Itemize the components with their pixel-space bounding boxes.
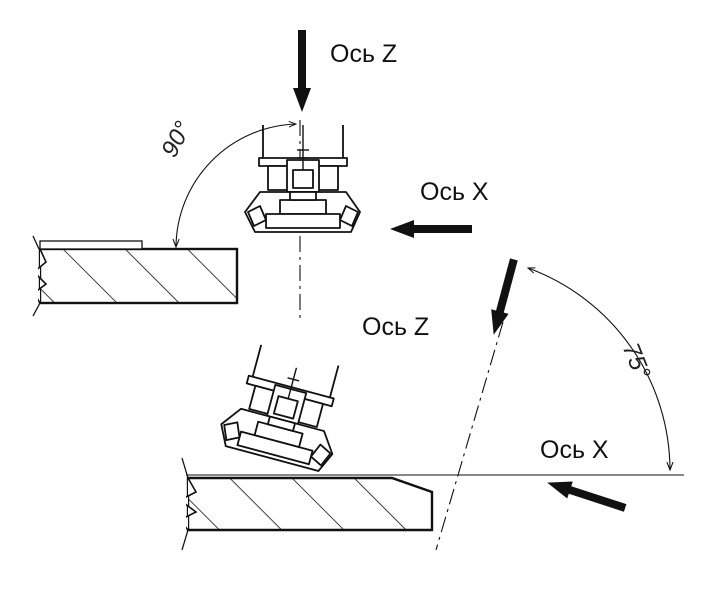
axis-x-label-bottom: Ось X (540, 436, 609, 464)
axis-x-label-top: Ось X (420, 178, 489, 206)
angle-arc-90 (176, 123, 297, 247)
centerline-bottom (435, 321, 504, 551)
x-axis-arrow-top (390, 220, 472, 238)
workpiece-bottom (170, 457, 434, 551)
axis-z-label-top: Ось Z (330, 40, 398, 68)
x-axis-arrow-bottom (547, 481, 627, 512)
axis-z-label-bottom: Ось Z (362, 313, 430, 341)
z-axis-arrow-bottom (491, 258, 518, 335)
z-axis-arrow-top (293, 30, 311, 112)
tool-head-bottom (220, 344, 340, 472)
angle-arc-75 (527, 267, 670, 470)
tool-head-top (244, 125, 361, 233)
workpiece-top (28, 235, 239, 317)
